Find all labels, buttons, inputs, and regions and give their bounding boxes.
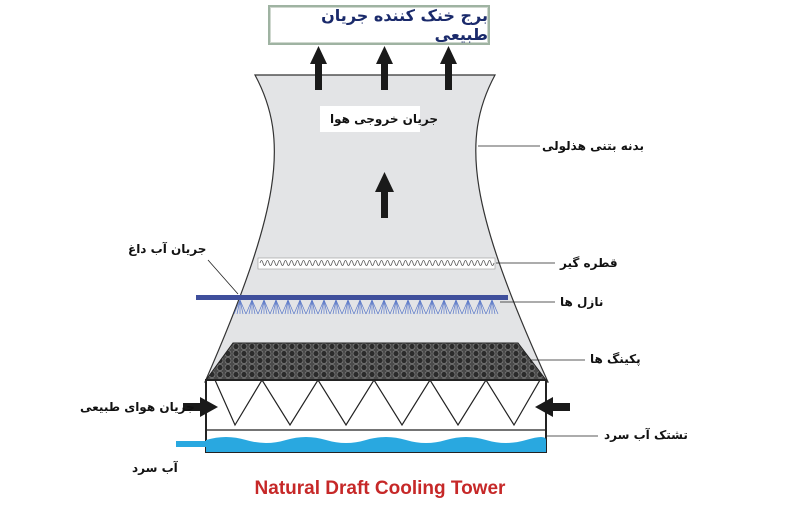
exhaust-arrows [310,46,457,90]
shell-label: بدنه بتنی هذلولی [542,139,644,153]
up-arrow-icon [376,46,393,90]
hot-water-label: جریان آب داغ [128,242,207,256]
exhaust-air-label: جریان خروجی هوا [330,112,439,126]
drift-eliminator [257,257,496,270]
cold-water-basin-label: تشتک آب سرد [604,428,688,442]
tower-shell [204,74,549,383]
natural-air-label: جریان هوای طبیعی [80,400,195,414]
up-arrow-icon [310,46,327,90]
leader-line [207,259,239,295]
left-arrow-icon [535,397,570,417]
right-arrow-icon [183,397,218,417]
drift-eliminator-label: قطره گیر [560,256,618,270]
up-arrow-icon [375,172,394,218]
nozzle-sprays [233,299,499,315]
hot-water-pipe [196,295,508,300]
packing-label: پکینگ ها [590,352,641,366]
cold-water-label: آب سرد [132,461,178,475]
up-arrow-icon [440,46,457,90]
packing [205,342,548,381]
diagram-caption: Natural Draft Cooling Tower [254,478,506,499]
air-inlet-louvers [214,378,541,427]
nozzles-label: نازل ها [560,295,604,309]
diagram-title: برج خنک کننده جریان طبیعی [268,5,490,45]
cold-water-pipe [176,441,206,447]
cold-water-basin [206,437,546,452]
